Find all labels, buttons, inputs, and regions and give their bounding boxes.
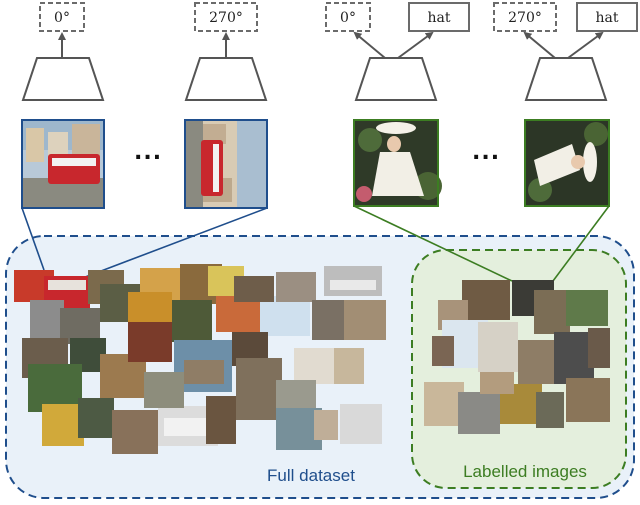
- input-thumb-hat-270deg: [524, 119, 610, 207]
- output-label-hat-2: hat: [596, 10, 619, 26]
- class-output-box-hat-1: [408, 2, 470, 32]
- connector-blue-right: [79, 207, 268, 280]
- networks: [21, 57, 608, 101]
- rotation-output-box-270deg-1: [194, 2, 258, 32]
- ellipsis-right: ...: [472, 140, 501, 165]
- output-label-0deg-1: 0°: [54, 10, 70, 26]
- output-boxes: [39, 2, 638, 32]
- full-dataset-label: Full dataset: [267, 466, 355, 485]
- input-thumb-tram-270deg: [184, 119, 268, 209]
- output-arrows: [58, 31, 604, 59]
- network-trapezoid-2: [184, 57, 268, 101]
- network-trapezoid-1: [21, 57, 105, 101]
- network-trapezoid-4: [524, 57, 608, 101]
- input-thumb-hat-0deg: [353, 119, 442, 207]
- full-dataset-collage: [14, 264, 386, 454]
- output-label-270deg-1: 270°: [209, 10, 243, 26]
- connectors: [21, 205, 610, 282]
- rotation-output-box-0deg-1: [39, 2, 85, 32]
- output-label-0deg-2: 0°: [340, 10, 356, 26]
- arrow-3a: [353, 31, 386, 59]
- connector-blue-left: [21, 207, 45, 271]
- labelled-images-collage: [424, 280, 610, 434]
- connector-green-right: [552, 205, 610, 282]
- class-output-box-hat-2: [576, 2, 638, 32]
- labelled-images-label: Labelled images: [463, 462, 587, 481]
- output-label-hat-1: hat: [428, 10, 451, 26]
- ellipsis-left: ...: [134, 140, 163, 165]
- network-trapezoid-3: [354, 57, 438, 101]
- arrow-4b: [567, 31, 604, 59]
- rotation-output-box-0deg-2: [325, 2, 371, 32]
- rotation-output-box-270deg-2: [493, 2, 557, 32]
- arrow-3b: [397, 31, 434, 59]
- output-label-270deg-2: 270°: [508, 10, 542, 26]
- connector-green-left: [353, 205, 513, 282]
- input-thumb-tram-0deg: [21, 119, 105, 209]
- arrow-4a: [523, 31, 556, 59]
